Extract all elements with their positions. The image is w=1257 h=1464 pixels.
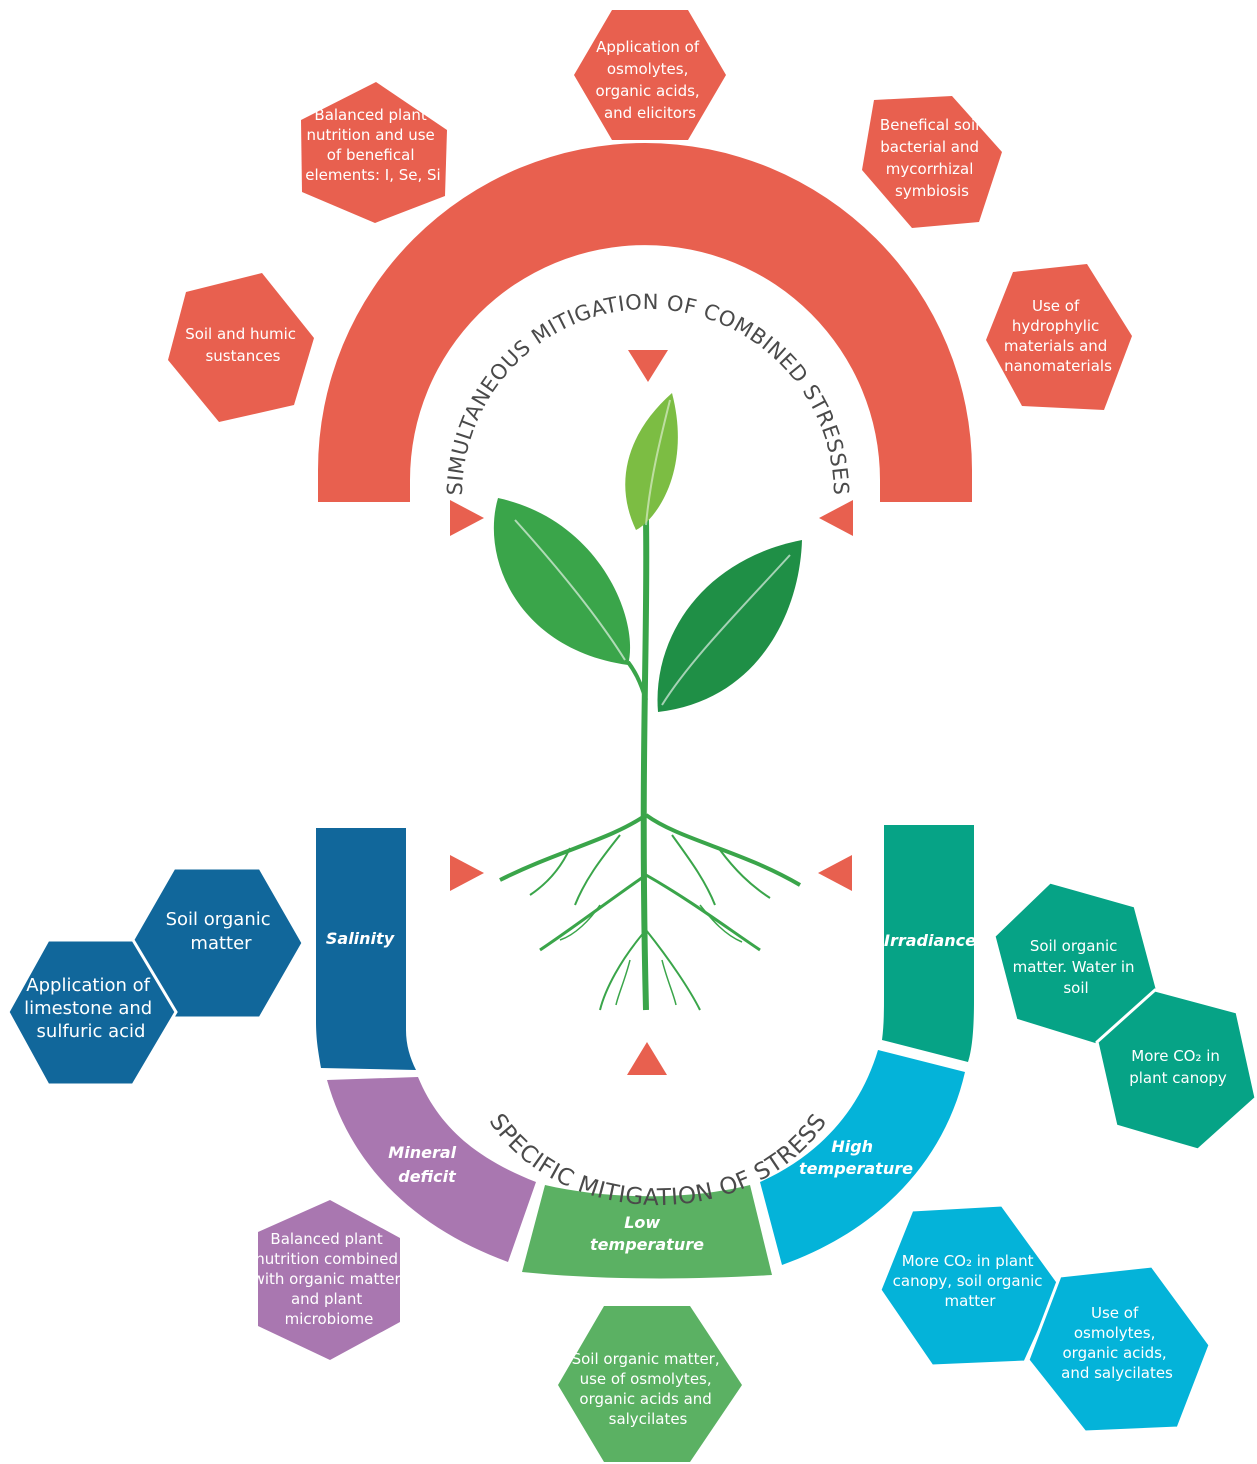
salinity-hex-limestone: Application of limestone and sulfuric ac… [6, 938, 178, 1087]
svg-text:Balanced plant nutrition: Balanced plant nutrition combined with o… [253, 1230, 406, 1328]
top-arch [318, 143, 972, 502]
strategy-osmolytes-hex: Application of osmolytes, organic acids,… [574, 10, 726, 140]
svg-text:Use of hydrophylic: Use of hydrophylic materials and nanomat… [1004, 297, 1112, 375]
svg-text:Soil organic matter: Soil organic matter [166, 909, 277, 954]
svg-text:Application of limestone: Application of limestone and sulfuric ac… [24, 975, 158, 1042]
plant-stem [640, 519, 650, 1011]
bottom-left-arrow [450, 855, 484, 891]
bottom-up-arrow [627, 1042, 667, 1075]
top-left-arrow [450, 500, 484, 536]
svg-text:Soil organic matter. Wat: Soil organic matter. Water in soil [1013, 937, 1140, 997]
plant-right-leaf [657, 540, 802, 712]
strategy-hydrophylic-hex: Use of hydrophylic materials and nanomat… [986, 264, 1132, 410]
svg-text:More CO₂ in plant canopy: More CO₂ in plant canopy, soil organic m… [893, 1252, 1048, 1310]
svg-text:Use of osmolytes,: Use of osmolytes, organic acids, and sal… [1061, 1304, 1173, 1382]
low-temperature-hex: Soil organic matter, use of osmolytes, o… [558, 1306, 742, 1462]
svg-text:Balanced plant nutrition: Balanced plant nutrition and use of bene… [305, 106, 440, 184]
stress-band-high-temperature [760, 1050, 965, 1265]
plant-left-leaf [493, 498, 631, 665]
stress-label-irradiance: Irradiance [884, 931, 976, 950]
top-arrow-down [628, 350, 668, 382]
irradiance-hex-co2: More CO₂ in plant canopy [1095, 988, 1257, 1152]
plant-roots [499, 813, 802, 1011]
bottom-right-arrow [818, 855, 852, 891]
strategy-balanced-nutrition-hex: Balanced plant nutrition and use of bene… [301, 82, 447, 223]
stress-label-mineral-deficit: Mineral deficit [388, 1143, 461, 1186]
svg-text:More CO₂ in plant canopy: More CO₂ in plant canopy [1129, 1047, 1227, 1087]
mineral-deficit-hex: Balanced plant nutrition combined with o… [253, 1200, 406, 1360]
stress-label-high-temperature: High temperature [799, 1137, 913, 1178]
stress-band-irradiance [882, 825, 974, 1062]
strategy-humic-hex: Soil and humic sustances [168, 273, 314, 422]
salinity-hex-soil-organic-matter: Soil organic matter [129, 866, 305, 1020]
svg-text:Soil organic matter, use: Soil organic matter, use of osmolytes, o… [572, 1350, 725, 1428]
stress-band-salinity [316, 828, 416, 1070]
svg-text:Application of osmolytes: Application of osmolytes, organic acids,… [596, 38, 705, 122]
high-temperature-hex-osmolytes: Use of osmolytes, organic acids, and sal… [1026, 1264, 1212, 1434]
strategy-soil-bacteria-hex: Benefical soil bacterial and mycorrhizal… [862, 96, 1002, 228]
top-right-arrow [819, 500, 853, 536]
plant-top-leaf [625, 393, 678, 530]
stress-label-low-temperature: Low temperature [590, 1213, 704, 1254]
stress-label-salinity: Salinity [326, 929, 395, 948]
plant-illustration [493, 393, 802, 1011]
svg-text:Soil and humic sustances: Soil and humic sustances [185, 325, 301, 365]
stress-band-low-temperature [522, 1185, 772, 1279]
high-temperature-hex-co2: More CO₂ in plant canopy, soil organic m… [878, 1203, 1062, 1368]
stress-band-mineral-deficit [327, 1077, 536, 1262]
svg-text:Benefical soil bacterial: Benefical soil bacterial and mycorrhizal… [880, 116, 984, 200]
